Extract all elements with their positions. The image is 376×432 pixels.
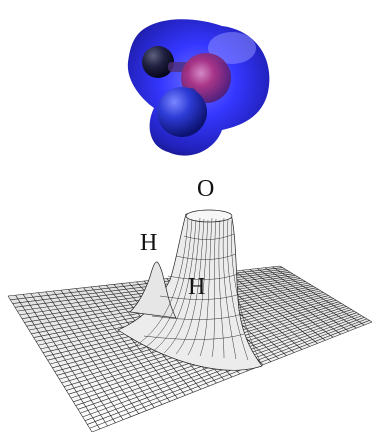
mesh-line — [272, 266, 365, 326]
oxygen-label: O — [197, 176, 214, 202]
peak-mesh-line — [127, 217, 189, 351]
peak-mesh-line — [139, 218, 193, 352]
mesh-line — [87, 318, 367, 425]
mesh-line — [279, 265, 373, 323]
hydrogen-atom-icon — [157, 87, 207, 137]
peak-mesh-line — [222, 217, 237, 360]
mesh-line — [257, 268, 349, 332]
oxygen-peak-top — [185, 209, 233, 223]
peak-contour-line — [151, 313, 243, 320]
molecule-cloud-group — [127, 19, 270, 156]
hydrogen-left-label: H — [140, 230, 157, 256]
peak-mesh-line — [231, 219, 261, 362]
peak-mesh-line — [218, 219, 225, 359]
hydrogen-left-peak — [129, 261, 177, 319]
surface-mesh — [7, 265, 373, 432]
peak-mesh-line — [151, 219, 197, 353]
peak-contour-line — [159, 293, 241, 300]
mesh-line — [264, 267, 357, 329]
peak-mesh-line — [199, 217, 213, 357]
peak-contour-line — [143, 333, 245, 340]
hydrogen-atom-icon — [142, 46, 174, 78]
oxygen-peak — [117, 213, 263, 371]
cloud-highlight — [208, 32, 256, 64]
mesh-line — [91, 321, 373, 432]
peak-contour-line — [183, 233, 235, 240]
peak-mesh-line — [227, 218, 249, 361]
hydrogen-right-label: H — [188, 274, 205, 300]
density-surface-plot — [7, 209, 373, 432]
peak-mesh-line — [175, 218, 205, 355]
peak-mesh — [127, 217, 261, 362]
peak-contour-line — [175, 253, 237, 260]
peak-contour-line — [167, 273, 239, 280]
mesh-line — [249, 269, 342, 335]
mesh-line — [89, 320, 370, 429]
mesh-line — [242, 269, 334, 338]
